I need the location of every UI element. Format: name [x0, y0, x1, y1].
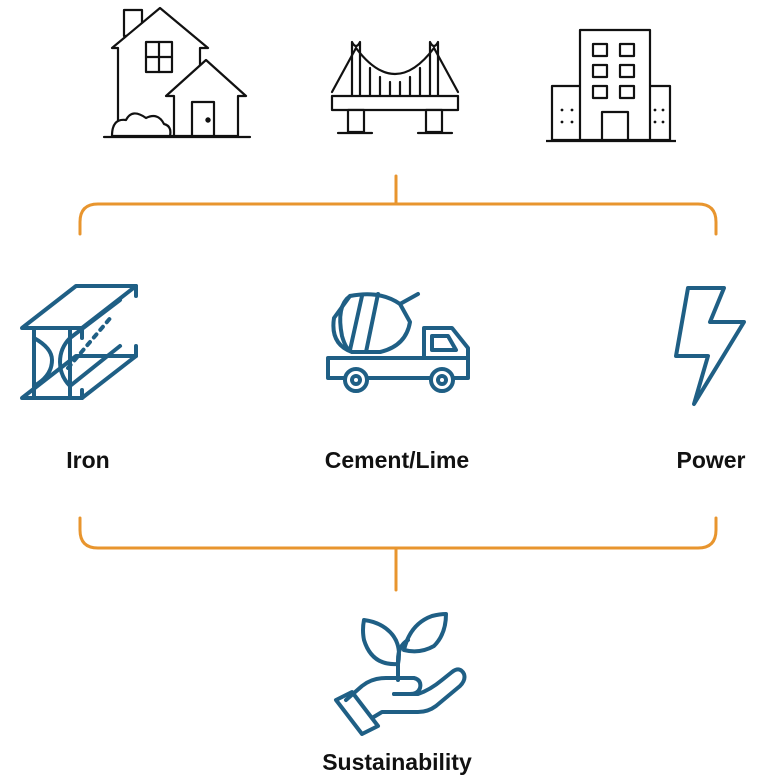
lightning-bolt-icon: [674, 286, 746, 406]
label-cement-lime: Cement/Lime: [325, 447, 469, 473]
bridge-icon: [330, 40, 460, 135]
label-sustainability: Sustainability: [322, 749, 472, 775]
label-iron: Iron: [66, 447, 109, 473]
cement-mixer-truck-icon: [326, 292, 470, 393]
steel-beam-icon: [20, 284, 138, 400]
bottom-connector-bracket: [78, 516, 718, 592]
office-building-icon: [546, 28, 676, 143]
top-connector-bracket: [78, 174, 718, 236]
hand-plant-icon: [334, 612, 467, 736]
label-power: Power: [676, 447, 745, 473]
house-icon: [102, 6, 252, 139]
